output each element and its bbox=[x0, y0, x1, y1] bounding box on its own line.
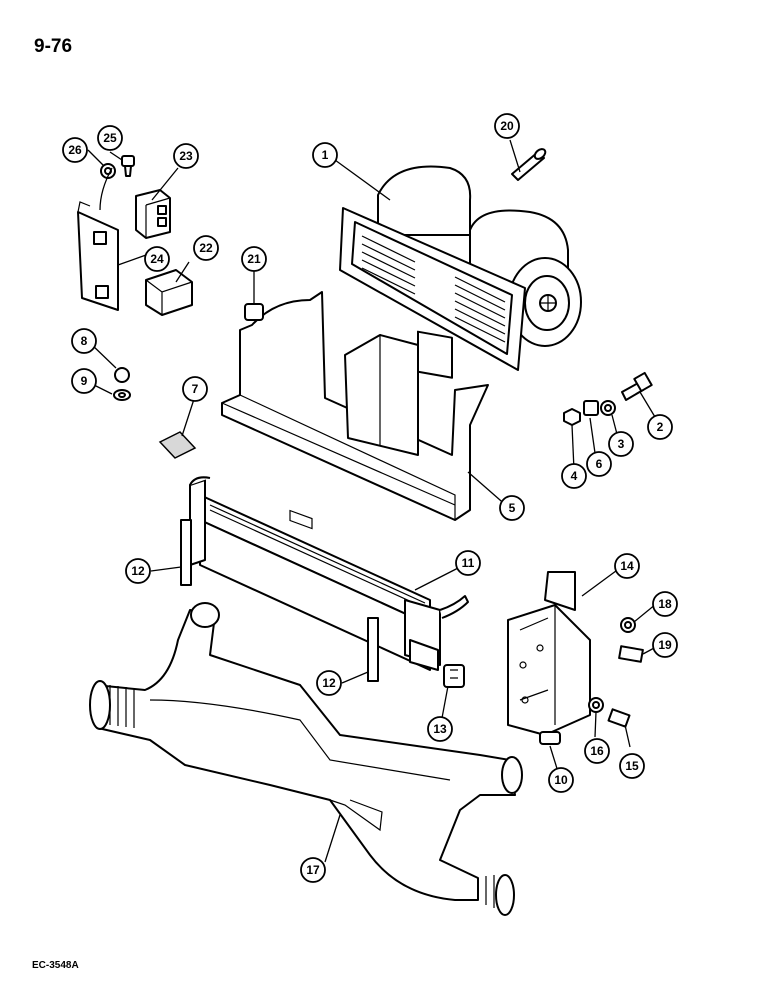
callout-26: 26 bbox=[62, 137, 88, 163]
svg-text:15: 15 bbox=[625, 759, 639, 773]
svg-text:24: 24 bbox=[150, 252, 164, 266]
pad-7 bbox=[158, 431, 197, 459]
leader-lines bbox=[87, 139, 659, 863]
callout-19: 19 bbox=[652, 632, 678, 658]
callout-18: 18 bbox=[652, 591, 678, 617]
callout-5: 5 bbox=[499, 495, 525, 521]
callout-22: 22 bbox=[193, 235, 219, 261]
callout-14: 14 bbox=[614, 553, 640, 579]
nut-4 bbox=[563, 408, 581, 426]
clip-13 bbox=[443, 664, 465, 688]
bracket-24 bbox=[77, 201, 119, 311]
svg-text:12: 12 bbox=[322, 676, 336, 690]
svg-text:25: 25 bbox=[103, 131, 117, 145]
washer-18 bbox=[620, 617, 636, 633]
callout-13: 13 bbox=[427, 716, 453, 742]
svg-text:22: 22 bbox=[199, 241, 213, 255]
svg-text:6: 6 bbox=[596, 457, 603, 471]
svg-text:20: 20 bbox=[500, 119, 514, 133]
svg-text:4: 4 bbox=[571, 469, 578, 483]
callout-15: 15 bbox=[619, 753, 645, 779]
svg-text:10: 10 bbox=[554, 773, 568, 787]
bolt-2 bbox=[621, 371, 653, 401]
callout-10: 10 bbox=[548, 767, 574, 793]
relay-23 bbox=[135, 189, 171, 239]
svg-text:7: 7 bbox=[192, 382, 199, 396]
callout-20: 20 bbox=[494, 113, 520, 139]
screw-25 bbox=[121, 155, 135, 177]
air-duct-17 bbox=[89, 602, 523, 916]
svg-text:14: 14 bbox=[620, 559, 634, 573]
callout-12b: 12 bbox=[316, 670, 342, 696]
clip-10 bbox=[539, 731, 561, 745]
callout-1: 1 bbox=[312, 142, 338, 168]
callout-17: 17 bbox=[300, 857, 326, 883]
svg-text:8: 8 bbox=[81, 334, 88, 348]
svg-text:16: 16 bbox=[590, 744, 604, 758]
plate-6 bbox=[583, 400, 599, 416]
svg-text:17: 17 bbox=[306, 863, 320, 877]
svg-text:18: 18 bbox=[658, 597, 672, 611]
callout-16: 16 bbox=[584, 738, 610, 764]
callout-25: 25 bbox=[97, 125, 123, 151]
callout-24: 24 bbox=[144, 246, 170, 272]
svg-text:2: 2 bbox=[657, 420, 664, 434]
seal-strip-12b bbox=[367, 617, 379, 682]
screw-20 bbox=[511, 148, 547, 181]
callout-6: 6 bbox=[586, 451, 612, 477]
svg-text:11: 11 bbox=[462, 556, 475, 570]
bolt-15 bbox=[607, 708, 631, 728]
reference-code: EC-3548A bbox=[32, 960, 79, 971]
washer-3 bbox=[600, 400, 616, 416]
svg-text:19: 19 bbox=[658, 638, 672, 652]
svg-text:3: 3 bbox=[618, 437, 625, 451]
svg-text:13: 13 bbox=[433, 722, 447, 736]
svg-text:26: 26 bbox=[68, 143, 82, 157]
page-number: 9-76 bbox=[34, 36, 73, 57]
callout-3: 3 bbox=[608, 431, 634, 457]
callout-21: 21 bbox=[241, 246, 267, 272]
svg-text:21: 21 bbox=[247, 252, 261, 266]
washer-9 bbox=[113, 389, 131, 401]
relay-22 bbox=[145, 269, 193, 316]
callout-12a: 12 bbox=[125, 558, 151, 584]
svg-text:12: 12 bbox=[131, 564, 145, 578]
blower-assembly bbox=[339, 165, 582, 379]
svg-text:1: 1 bbox=[322, 148, 329, 162]
callout-4: 4 bbox=[561, 463, 587, 489]
svg-text:23: 23 bbox=[179, 149, 193, 163]
callout-8: 8 bbox=[71, 328, 97, 354]
callout-9: 9 bbox=[71, 368, 97, 394]
seal-strip-12a bbox=[180, 519, 192, 586]
callout-2: 2 bbox=[647, 414, 673, 440]
callout-23: 23 bbox=[173, 143, 199, 169]
callout-11: 11 bbox=[455, 550, 481, 576]
callout-7: 7 bbox=[182, 376, 208, 402]
screw-8 bbox=[114, 367, 130, 383]
svg-text:5: 5 bbox=[509, 501, 516, 515]
bolt-19 bbox=[618, 645, 644, 663]
washer-16 bbox=[588, 697, 604, 713]
grommet-21 bbox=[244, 303, 264, 321]
svg-text:9: 9 bbox=[81, 374, 88, 388]
bracket-14 bbox=[507, 571, 591, 736]
